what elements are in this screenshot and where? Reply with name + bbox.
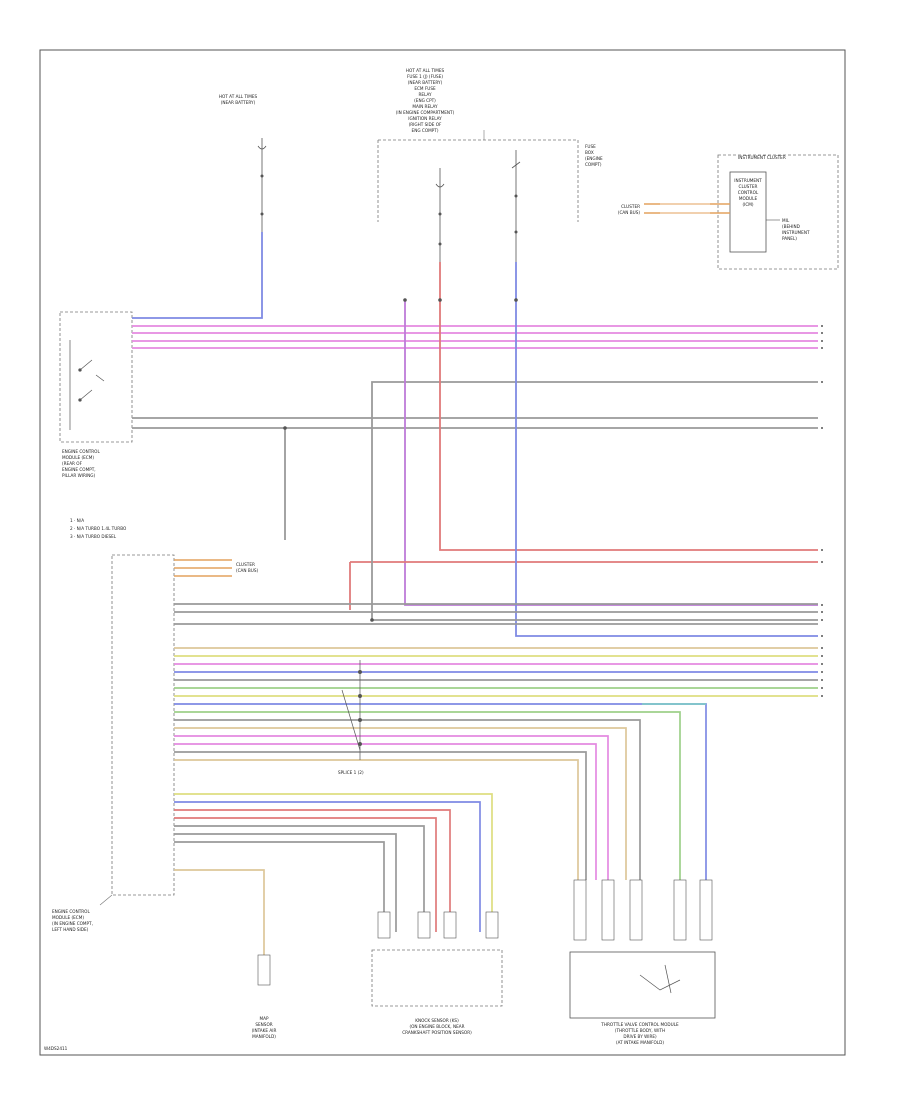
map-sensor-connector — [257, 954, 271, 986]
fuse-left — [257, 138, 267, 232]
svg-text:INSTRUMENT: INSTRUMENT — [734, 178, 762, 183]
svg-text:CRANKSHAFT POSITION SENSOR): CRANKSHAFT POSITION SENSOR) — [402, 1030, 472, 1035]
svg-text:(INTAKE AIR: (INTAKE AIR — [252, 1028, 277, 1033]
svg-text:MODULE: MODULE — [739, 196, 758, 201]
svg-text:MAP: MAP — [259, 1016, 268, 1021]
svg-text:(IN ENGINE COMPARTMENT): (IN ENGINE COMPARTMENT) — [396, 110, 455, 115]
fuse-right-label: FUSE BOX (ENGINE COMPT) — [585, 144, 603, 167]
svg-text:MODULE (ECM): MODULE (ECM) — [62, 455, 94, 460]
svg-text:(ICM): (ICM) — [742, 202, 753, 207]
svg-text:(NEAR BATTERY): (NEAR BATTERY) — [408, 80, 443, 85]
svg-text:1 · N/A: 1 · N/A — [70, 518, 84, 523]
cluster-mil-label: MIL (BEHIND INSTRUMENT PANEL) — [782, 218, 810, 241]
svg-text:(IN ENGINE COMPT,: (IN ENGINE COMPT, — [52, 921, 93, 926]
legend: 1 · N/A 2 · N/A TURBO 1.4L TURBO 3 · N/A… — [70, 518, 127, 539]
diagram-frame — [39, 49, 846, 1056]
svg-text:IGNITION RELAY: IGNITION RELAY — [408, 116, 442, 121]
ecm-bottom-box — [111, 554, 175, 896]
svg-text:INSTRUMENT: INSTRUMENT — [782, 230, 810, 235]
svg-text:MIL: MIL — [782, 218, 790, 223]
svg-text:(ENG CPT): (ENG CPT) — [414, 98, 436, 103]
svg-text:(ON ENGINE BLOCK, NEAR: (ON ENGINE BLOCK, NEAR — [410, 1024, 465, 1029]
svg-text:HOT AT ALL TIMES: HOT AT ALL TIMES — [406, 68, 445, 73]
harness-wires — [174, 603, 818, 980]
instrument-cluster-title: INSTRUMENT CLUSTER — [738, 155, 786, 160]
cluster-module — [729, 171, 767, 253]
throttle-connectors — [573, 879, 713, 941]
splice — [341, 660, 362, 760]
svg-text:2 · N/A TURBO 1.4L TURBO: 2 · N/A TURBO 1.4L TURBO — [70, 526, 127, 531]
svg-text:RELAY: RELAY — [418, 92, 432, 97]
svg-text:(REAR OF: (REAR OF — [62, 461, 83, 466]
svg-text:FUSE 1 (J) (FUSE): FUSE 1 (J) (FUSE) — [407, 74, 443, 79]
svg-text:PILLAR WIRING): PILLAR WIRING) — [62, 473, 96, 478]
svg-text:THROTTLE VALVE CONTROL MODULE: THROTTLE VALVE CONTROL MODULE — [600, 1022, 679, 1027]
svg-text:(THROTTLE BODY, WITH: (THROTTLE BODY, WITH — [615, 1028, 665, 1033]
svg-text:3 · N/A TURBO DIESEL: 3 · N/A TURBO DIESEL — [70, 534, 117, 539]
svg-text:(CAN BUS): (CAN BUS) — [618, 210, 640, 215]
ecm-top-box — [59, 311, 133, 443]
map-sensor-label: MAP SENSOR (INTAKE AIR MANIFOLD) — [252, 1016, 277, 1039]
svg-text:ENGINE COMPT,: ENGINE COMPT, — [62, 467, 96, 472]
fuse-center — [435, 168, 445, 262]
cluster-connectors-label: CLUSTER (CAN BUS) — [618, 204, 640, 215]
right-terminals — [821, 325, 823, 697]
svg-text:FUSE: FUSE — [585, 144, 596, 149]
svg-text:CLUSTER: CLUSTER — [621, 204, 640, 209]
svg-text:MODULE (ECM): MODULE (ECM) — [52, 915, 84, 920]
svg-text:ENG COMPT): ENG COMPT) — [412, 128, 439, 133]
svg-text:BOX: BOX — [585, 150, 594, 155]
cluster-conn-label-left: CLUSTER (CAN BUS) — [236, 562, 258, 573]
ecm-cluster-wires — [174, 559, 232, 577]
svg-text:ENGINE CONTROL: ENGINE CONTROL — [62, 449, 100, 454]
top-bus-wires — [132, 232, 818, 429]
instrument-cluster-box — [717, 154, 839, 270]
relay-center — [511, 150, 521, 262]
ecm-bottom-label: ENGINE CONTROL MODULE (ECM) (IN ENGINE C… — [52, 909, 93, 932]
throttle-label: THROTTLE VALVE CONTROL MODULE (THROTTLE … — [600, 1022, 679, 1045]
vertical-feeds — [284, 262, 818, 637]
svg-text:(RIGHT SIDE OF: (RIGHT SIDE OF — [409, 122, 442, 127]
svg-text:DRIVE BY WIRE): DRIVE BY WIRE) — [623, 1034, 657, 1039]
knock-sensor-connectors — [377, 911, 499, 939]
svg-text:MANIFOLD): MANIFOLD) — [252, 1034, 276, 1039]
ecm-top-switch — [69, 340, 105, 430]
svg-text:SENSOR: SENSOR — [255, 1022, 272, 1027]
fuse-box-outline — [377, 139, 579, 222]
knock-sensor-box — [371, 949, 503, 1007]
svg-text:ENGINE CONTROL: ENGINE CONTROL — [52, 909, 90, 914]
svg-text:CONTROL: CONTROL — [738, 190, 759, 195]
wire-joint — [283, 298, 518, 622]
svg-text:HOT AT ALL TIMES: HOT AT ALL TIMES — [219, 94, 258, 99]
svg-text:(ENGINE: (ENGINE — [585, 156, 603, 161]
ecm-fuse-relay-label: HOT AT ALL TIMES FUSE 1 (J) (FUSE) (NEAR… — [396, 68, 455, 133]
svg-text:MAIN RELAY: MAIN RELAY — [412, 104, 438, 109]
svg-text:COMPT): COMPT) — [585, 162, 602, 167]
fuse-left-label: HOT AT ALL TIMES (NEAR BATTERY) — [219, 94, 258, 105]
page-id: W4DS2411 — [44, 1046, 68, 1051]
throttle-motor — [639, 964, 681, 994]
svg-text:(AT INTAKE MANIFOLD): (AT INTAKE MANIFOLD) — [616, 1040, 664, 1045]
svg-text:KNOCK SENSOR (KS): KNOCK SENSOR (KS) — [415, 1018, 459, 1023]
svg-text:(BEHIND: (BEHIND — [782, 224, 800, 229]
svg-text:LEFT HAND SIDE): LEFT HAND SIDE) — [52, 927, 89, 932]
svg-text:CLUSTER: CLUSTER — [739, 184, 758, 189]
svg-text:ECM FUSE: ECM FUSE — [414, 86, 436, 91]
svg-text:(NEAR BATTERY): (NEAR BATTERY) — [221, 100, 256, 105]
svg-text:CLUSTER: CLUSTER — [236, 562, 255, 567]
svg-text:PANEL): PANEL) — [782, 236, 797, 241]
knock-sensor-label: KNOCK SENSOR (KS) (ON ENGINE BLOCK, NEAR… — [402, 1018, 472, 1035]
cluster-module-label: INSTRUMENT CLUSTER CONTROL MODULE (ICM) — [734, 178, 762, 207]
splice-label: SPLICE 1 (2) — [338, 770, 364, 775]
svg-text:(CAN BUS): (CAN BUS) — [236, 568, 258, 573]
ecm-top-label: ENGINE CONTROL MODULE (ECM) (REAR OF ENG… — [62, 449, 100, 478]
throttle-box — [569, 951, 716, 1019]
